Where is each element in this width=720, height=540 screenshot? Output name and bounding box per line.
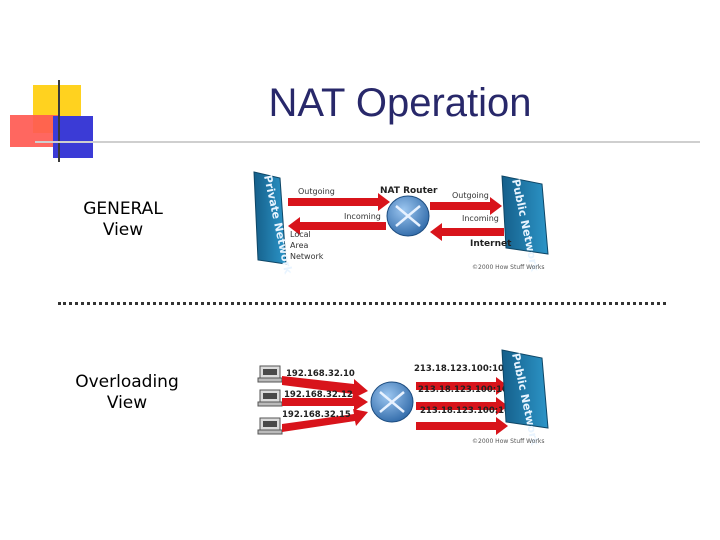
outgoing-right-label: Outgoing: [452, 191, 489, 200]
computer-icon-3: [257, 417, 283, 435]
public-arrow-2: [416, 397, 508, 415]
general-label-line1: GENERAL: [83, 199, 163, 219]
incoming-left-label: Incoming: [344, 212, 381, 221]
network-label: Network: [290, 252, 324, 261]
overload-label-line2: View: [106, 393, 148, 413]
outgoing-left-label: Outgoing: [298, 187, 335, 196]
decor-vertical-line: [58, 80, 60, 162]
page-title: NAT Operation: [268, 81, 532, 125]
incoming-arrow-right: [430, 223, 504, 241]
section-divider: [58, 302, 666, 305]
general-label-line2: View: [102, 220, 144, 240]
private-ip-1: 192.168.32.10: [286, 369, 355, 379]
outgoing-arrow-left: [288, 193, 390, 211]
incoming-arrow-left: [288, 217, 386, 235]
nat-router-icon-overload: [370, 381, 414, 423]
area-label: Area: [290, 241, 309, 250]
title-underline: [35, 141, 700, 143]
outgoing-arrow-right: [430, 197, 502, 215]
public-ip-3: 213.18.123.100:103: [420, 406, 516, 416]
general-view-label: GENERAL View: [58, 199, 188, 241]
overloading-view-label: Overloading View: [62, 372, 192, 414]
nat-router-icon: [386, 195, 430, 237]
public-network-panel: Public Network: [501, 175, 549, 273]
copyright-overload: ©2000 How Stuff Works: [472, 438, 545, 445]
public-arrow-1: [416, 377, 508, 395]
overload-label-line1: Overloading: [75, 372, 179, 392]
copyright-general: ©2000 How Stuff Works: [472, 264, 545, 271]
public-ip-2: 213.18.123.100:102: [418, 385, 514, 395]
incoming-right-label: Incoming: [462, 214, 499, 223]
private-arrow-3: [282, 409, 368, 432]
public-arrow-3: [416, 417, 508, 435]
private-arrow-1: [282, 376, 368, 399]
public-ip-1: 213.18.123.100:101: [414, 364, 510, 374]
computer-icon-2: [257, 389, 283, 407]
nat-overloading-diagram: 192.168.32.10 192.168.32.12 192.168.32.1…: [257, 349, 549, 447]
nat-general-diagram: Private Network Public Network NAT Route…: [253, 171, 549, 276]
nat-router-label: NAT Router: [380, 186, 438, 196]
private-ip-3: 192.168.32.15: [282, 410, 351, 420]
private-network-panel: Private Network: [253, 171, 295, 276]
internet-label: Internet: [470, 239, 512, 249]
local-label: Local: [290, 230, 311, 239]
public-network-panel-overload: Public Network: [501, 349, 549, 447]
private-arrow-2: [282, 393, 368, 411]
private-ip-2: 192.168.32.12: [284, 390, 353, 400]
computer-icon-1: [257, 365, 283, 383]
